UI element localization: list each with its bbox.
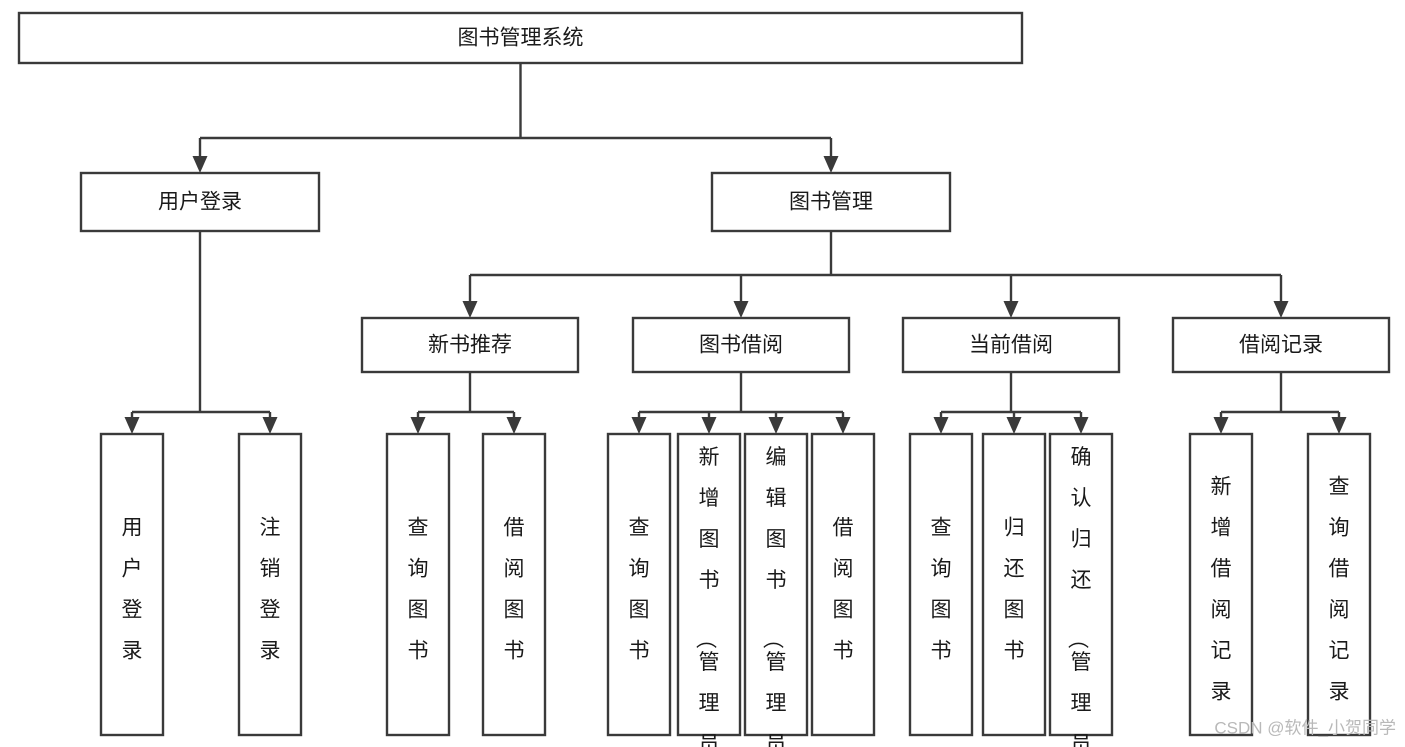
node-box: [1171, 316, 1391, 374]
node-user-login[interactable]: 用户登录: [79, 171, 321, 233]
node-box: [1048, 432, 1114, 737]
node-leaf-query-book-2[interactable]: 查询图书: [606, 432, 672, 737]
node-leaf-add-borrow-record[interactable]: 新增借阅记录: [1188, 432, 1254, 737]
node-borrow-record[interactable]: 借阅记录: [1171, 316, 1391, 374]
node-box: [676, 432, 742, 737]
arrow-head-icon: [835, 417, 851, 434]
node-box: [901, 316, 1121, 374]
arrow-head-icon: [192, 156, 208, 173]
node-box: [810, 432, 876, 737]
node-box: [1188, 432, 1254, 737]
node-leaf-query-book-1[interactable]: 查询图书: [385, 432, 451, 737]
arrow-head-icon: [410, 417, 426, 434]
node-box: [981, 432, 1047, 737]
arrow-head-icon: [933, 417, 949, 434]
node-leaf-borrow-book-1[interactable]: 借阅图书: [481, 432, 547, 737]
node-box: [79, 171, 321, 233]
connector-layer: [124, 63, 1347, 434]
node-box: [710, 171, 952, 233]
node-label: 图书管理系统: [458, 27, 584, 50]
node-label: 确认归还（管理员）: [1066, 446, 1092, 747]
node-label: 图书管理: [789, 191, 873, 214]
node-label: 借阅记录: [1239, 334, 1323, 357]
node-box: [99, 432, 165, 737]
node-label: 查询图书: [408, 516, 429, 662]
arrow-head-icon: [1213, 417, 1229, 434]
node-label: 查询借阅记录: [1329, 475, 1350, 703]
arrow-head-icon: [1331, 417, 1347, 434]
node-leaf-query-book-3[interactable]: 查询图书: [908, 432, 974, 737]
node-leaf-return-book[interactable]: 归还图书: [981, 432, 1047, 737]
node-box: [237, 432, 303, 737]
arrow-head-icon: [768, 417, 784, 434]
node-leaf-borrow-book-2[interactable]: 借阅图书: [810, 432, 876, 737]
node-label: 借阅图书: [833, 516, 854, 662]
node-label: 新增图书（管理员）: [694, 446, 720, 747]
arrow-head-icon: [631, 417, 647, 434]
node-layer: 图书管理系统用户登录图书管理新书推荐图书借阅当前借阅借阅记录用户登录注销登录查询…: [17, 11, 1391, 747]
node-box: [743, 432, 809, 737]
node-leaf-add-book-admin[interactable]: 新增图书（管理员）: [676, 432, 742, 747]
node-leaf-query-borrow-record[interactable]: 查询借阅记录: [1306, 432, 1372, 737]
node-label: 用户登录: [158, 191, 242, 214]
node-box: [360, 316, 580, 374]
node-label: 归还图书: [1004, 516, 1025, 662]
node-label: 用户登录: [122, 516, 143, 662]
node-label: 查询图书: [931, 516, 952, 662]
arrow-head-icon: [1273, 301, 1289, 318]
node-box: [17, 11, 1024, 65]
node-label: 图书借阅: [699, 334, 783, 357]
node-leaf-edit-book-admin[interactable]: 编辑图书（管理员）: [743, 432, 809, 747]
node-current-borrow[interactable]: 当前借阅: [901, 316, 1121, 374]
arrow-head-icon: [506, 417, 522, 434]
node-label: 编辑图书（管理员）: [761, 446, 787, 747]
arrow-head-icon: [462, 301, 478, 318]
node-new-book-recommend[interactable]: 新书推荐: [360, 316, 580, 374]
node-box: [385, 432, 451, 737]
arrow-head-icon: [1073, 417, 1089, 434]
node-book-borrow[interactable]: 图书借阅: [631, 316, 851, 374]
node-label: 新增借阅记录: [1211, 475, 1232, 703]
csdn-watermark: CSDN @软件_小贺同学: [1214, 718, 1396, 737]
node-label: 注销登录: [260, 516, 281, 662]
arrow-head-icon: [1003, 301, 1019, 318]
node-root-book-management-system[interactable]: 图书管理系统: [17, 11, 1024, 65]
arrow-head-icon: [262, 417, 278, 434]
arrow-head-icon: [124, 417, 140, 434]
node-leaf-logout-login[interactable]: 注销登录: [237, 432, 303, 737]
node-label: 借阅图书: [504, 516, 525, 662]
node-box: [908, 432, 974, 737]
node-label: 当前借阅: [969, 334, 1053, 357]
node-leaf-confirm-return-admin[interactable]: 确认归还（管理员）: [1048, 432, 1114, 747]
node-book-management[interactable]: 图书管理: [710, 171, 952, 233]
arrow-head-icon: [733, 301, 749, 318]
arrow-head-icon: [701, 417, 717, 434]
node-box: [481, 432, 547, 737]
node-box: [606, 432, 672, 737]
node-leaf-user-login[interactable]: 用户登录: [99, 432, 165, 737]
node-box: [1306, 432, 1372, 737]
arrow-head-icon: [1006, 417, 1022, 434]
node-box: [631, 316, 851, 374]
node-label: 新书推荐: [428, 334, 512, 357]
arrow-head-icon: [823, 156, 839, 173]
node-label: 查询图书: [629, 516, 650, 662]
